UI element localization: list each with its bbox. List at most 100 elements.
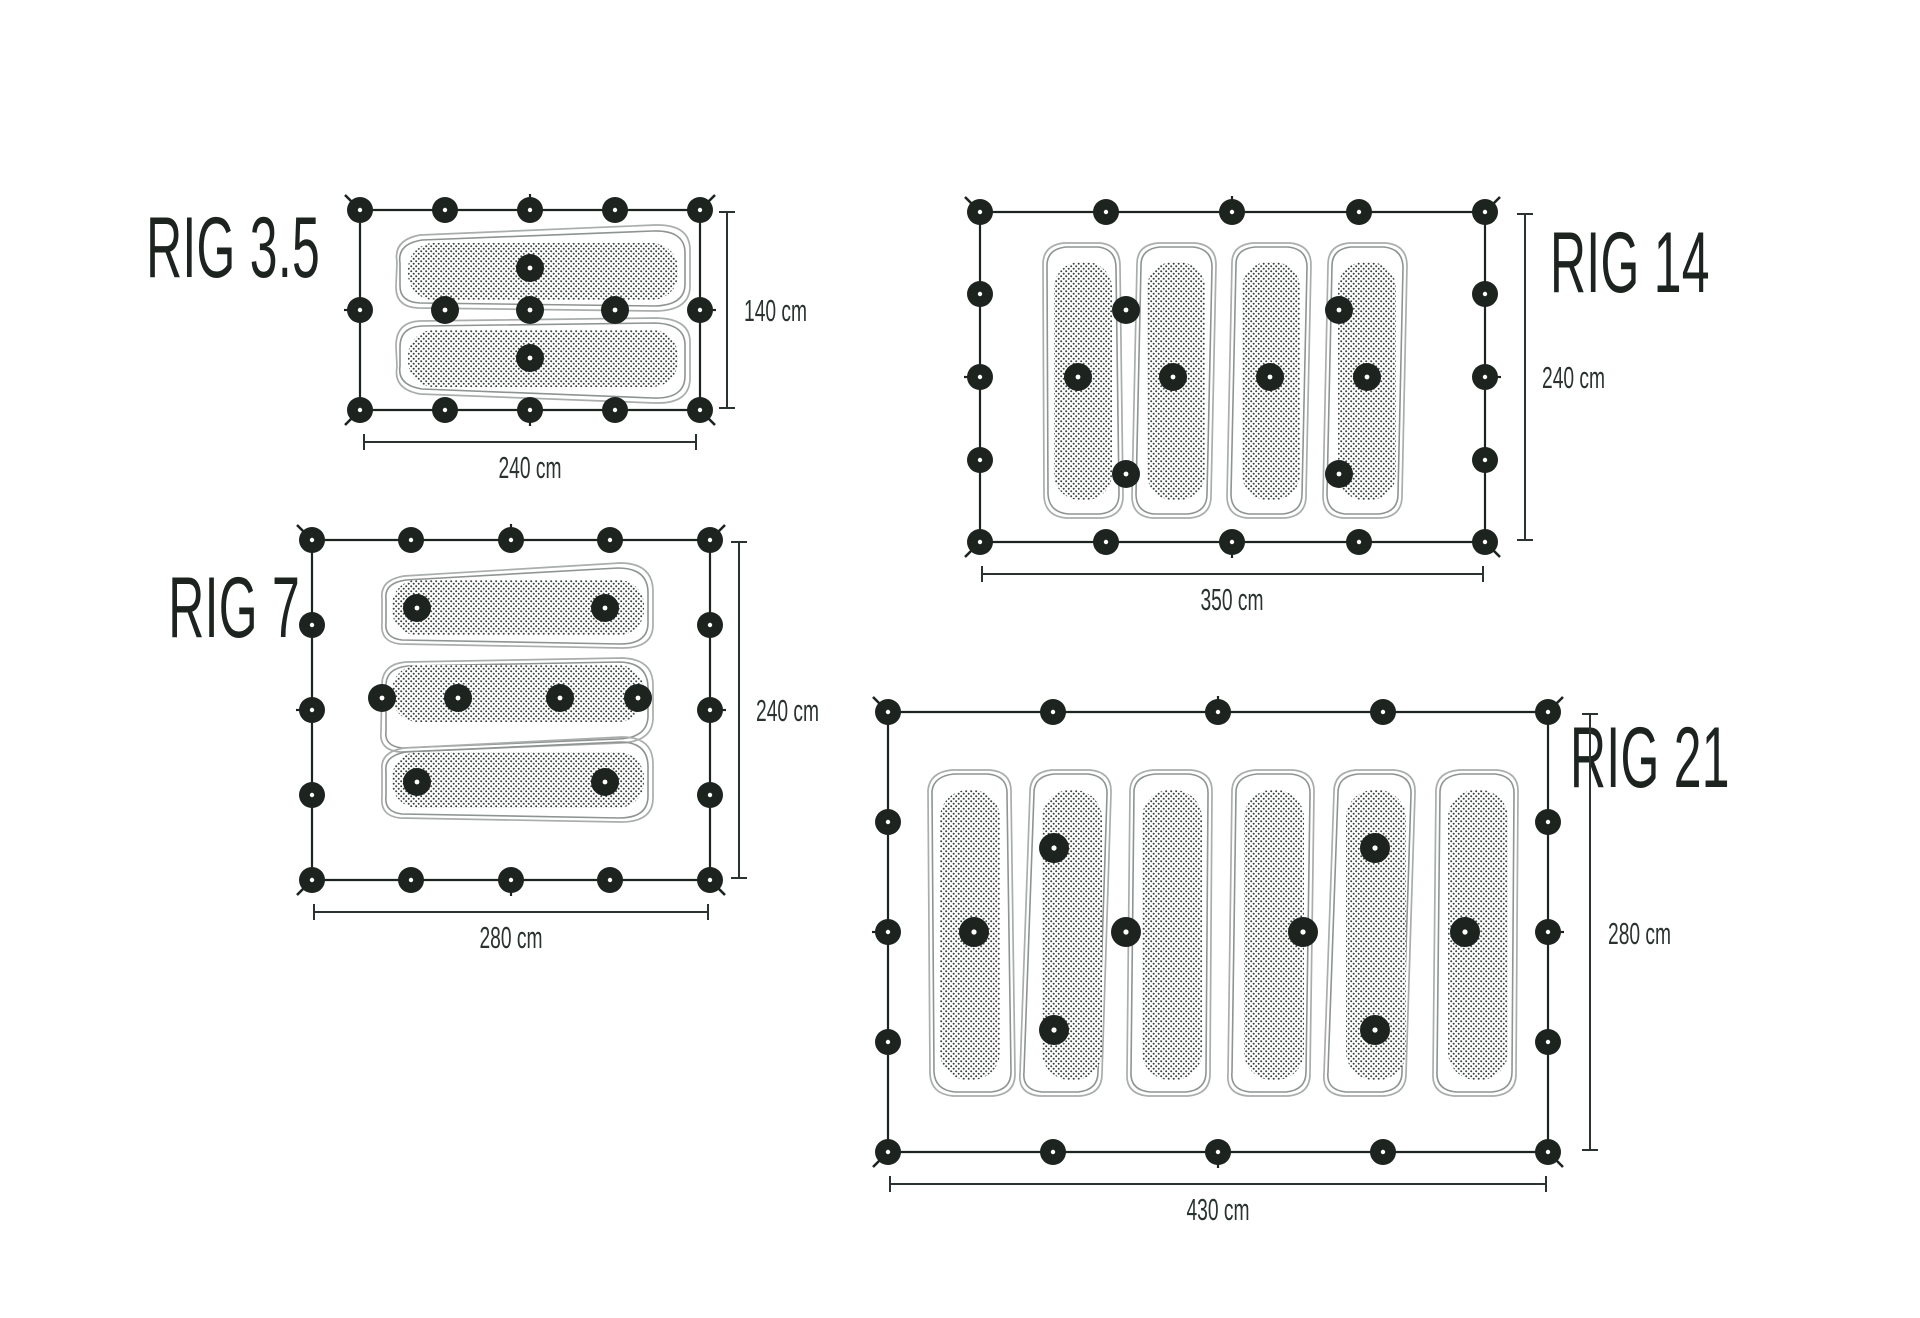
grommet bbox=[597, 867, 623, 893]
grommet bbox=[967, 529, 993, 555]
grommet bbox=[444, 684, 472, 712]
tarp-svg-rig-14 bbox=[964, 196, 1533, 582]
grommet bbox=[347, 197, 373, 223]
grommet bbox=[432, 197, 458, 223]
grommet bbox=[687, 397, 713, 423]
grommet bbox=[875, 1139, 901, 1165]
grommet bbox=[403, 594, 431, 622]
grommet bbox=[398, 527, 424, 553]
grommet bbox=[687, 297, 713, 323]
grommet bbox=[697, 697, 723, 723]
grommet bbox=[591, 768, 619, 796]
grommet bbox=[498, 527, 524, 553]
grommet bbox=[1039, 1015, 1069, 1045]
grommet-group-rig-21 bbox=[875, 699, 1561, 1165]
grommet bbox=[1535, 1139, 1561, 1165]
grommet bbox=[1040, 699, 1066, 725]
grommet bbox=[967, 199, 993, 225]
grommet bbox=[516, 254, 544, 282]
dimension-line-height-rig-7 bbox=[731, 541, 747, 879]
grommet bbox=[1346, 199, 1372, 225]
grommet bbox=[1472, 447, 1498, 473]
grommet bbox=[875, 699, 901, 725]
height-dimension-label-rig-14: 240 cm bbox=[1542, 360, 1606, 395]
grommet bbox=[697, 782, 723, 808]
grommet bbox=[1370, 699, 1396, 725]
grommet bbox=[1325, 460, 1353, 488]
rig-title-rig-7: RIG 7 bbox=[168, 560, 300, 656]
grommet bbox=[1093, 199, 1119, 225]
grommet bbox=[1346, 529, 1372, 555]
grommet bbox=[299, 527, 325, 553]
grommet bbox=[1205, 699, 1231, 725]
dimension-line-width-rig-7 bbox=[313, 904, 709, 920]
width-dimension-label-rig-21: 430 cm bbox=[1186, 1192, 1250, 1227]
grommet bbox=[597, 527, 623, 553]
grommet bbox=[431, 296, 459, 324]
grommet bbox=[624, 684, 652, 712]
grommet bbox=[299, 867, 325, 893]
width-dimension-label-rig-7: 280 cm bbox=[479, 920, 543, 955]
grommet bbox=[398, 867, 424, 893]
width-dimension-label-rig-3-5: 240 cm bbox=[498, 450, 562, 485]
grommet bbox=[1360, 833, 1390, 863]
grommet bbox=[967, 447, 993, 473]
height-dimension-label-rig-21: 280 cm bbox=[1608, 916, 1672, 951]
grommet bbox=[299, 782, 325, 808]
grommet bbox=[1205, 1139, 1231, 1165]
grommet bbox=[1472, 199, 1498, 225]
grommet bbox=[1064, 363, 1092, 391]
tarp-svg-rig-3-5 bbox=[344, 194, 735, 450]
rig-diagram-rig-21: RIG 21 bbox=[840, 660, 1920, 1225]
grommet bbox=[347, 297, 373, 323]
width-dimension-label-rig-14: 350 cm bbox=[1200, 582, 1264, 617]
dimension-line-height-rig-3-5 bbox=[719, 211, 735, 409]
sleeping-pad bbox=[1323, 769, 1416, 1097]
rig-diagram-rig-7: RIG 7 bbox=[0, 520, 880, 953]
dimension-line-height-rig-21 bbox=[1582, 713, 1598, 1151]
grommet bbox=[697, 612, 723, 638]
height-dimension-label-rig-7: 240 cm bbox=[756, 693, 820, 728]
grommet bbox=[368, 684, 396, 712]
grommet bbox=[1450, 917, 1480, 947]
grommet bbox=[517, 197, 543, 223]
rig-title-rig-21: RIG 21 bbox=[1570, 710, 1730, 806]
grommet bbox=[1370, 1139, 1396, 1165]
grommet-group-rig-14 bbox=[967, 199, 1498, 555]
grommet bbox=[1040, 1139, 1066, 1165]
dimension-line-height-rig-14 bbox=[1517, 213, 1533, 541]
dimension-line-width-rig-21 bbox=[889, 1176, 1547, 1192]
grommet bbox=[967, 364, 993, 390]
grommet bbox=[1219, 529, 1245, 555]
grommet bbox=[1112, 296, 1140, 324]
grommet bbox=[516, 296, 544, 324]
grommet bbox=[1472, 281, 1498, 307]
grommet bbox=[1535, 809, 1561, 835]
grommet bbox=[1360, 1015, 1390, 1045]
rig-title-rig-14: RIG 14 bbox=[1550, 215, 1710, 311]
tarp-svg-rig-21 bbox=[872, 696, 1598, 1192]
grommet bbox=[546, 684, 574, 712]
grommet-group-rig-7 bbox=[299, 527, 723, 893]
grommet bbox=[1256, 363, 1284, 391]
grommet bbox=[697, 867, 723, 893]
rig-diagram-rig-14: RIG 14 bbox=[930, 150, 1920, 620]
grommet bbox=[432, 397, 458, 423]
sleeping-pad bbox=[1126, 769, 1213, 1097]
grommet bbox=[517, 397, 543, 423]
grommet-group-rig-3-5 bbox=[347, 197, 713, 423]
sleeping-pad bbox=[1227, 769, 1315, 1097]
grommet bbox=[1353, 363, 1381, 391]
grommet bbox=[602, 197, 628, 223]
grommet bbox=[967, 281, 993, 307]
grommet bbox=[1472, 364, 1498, 390]
tarp-svg-rig-7 bbox=[296, 524, 747, 920]
rig-diagram-rig-3-5: RIG 3.5 bbox=[0, 150, 880, 485]
grommet bbox=[1112, 460, 1140, 488]
sleeping-pad bbox=[380, 736, 654, 823]
grommet bbox=[1535, 1029, 1561, 1055]
grommet bbox=[591, 594, 619, 622]
dimension-line-width-rig-3-5 bbox=[363, 434, 697, 450]
grommet bbox=[403, 768, 431, 796]
